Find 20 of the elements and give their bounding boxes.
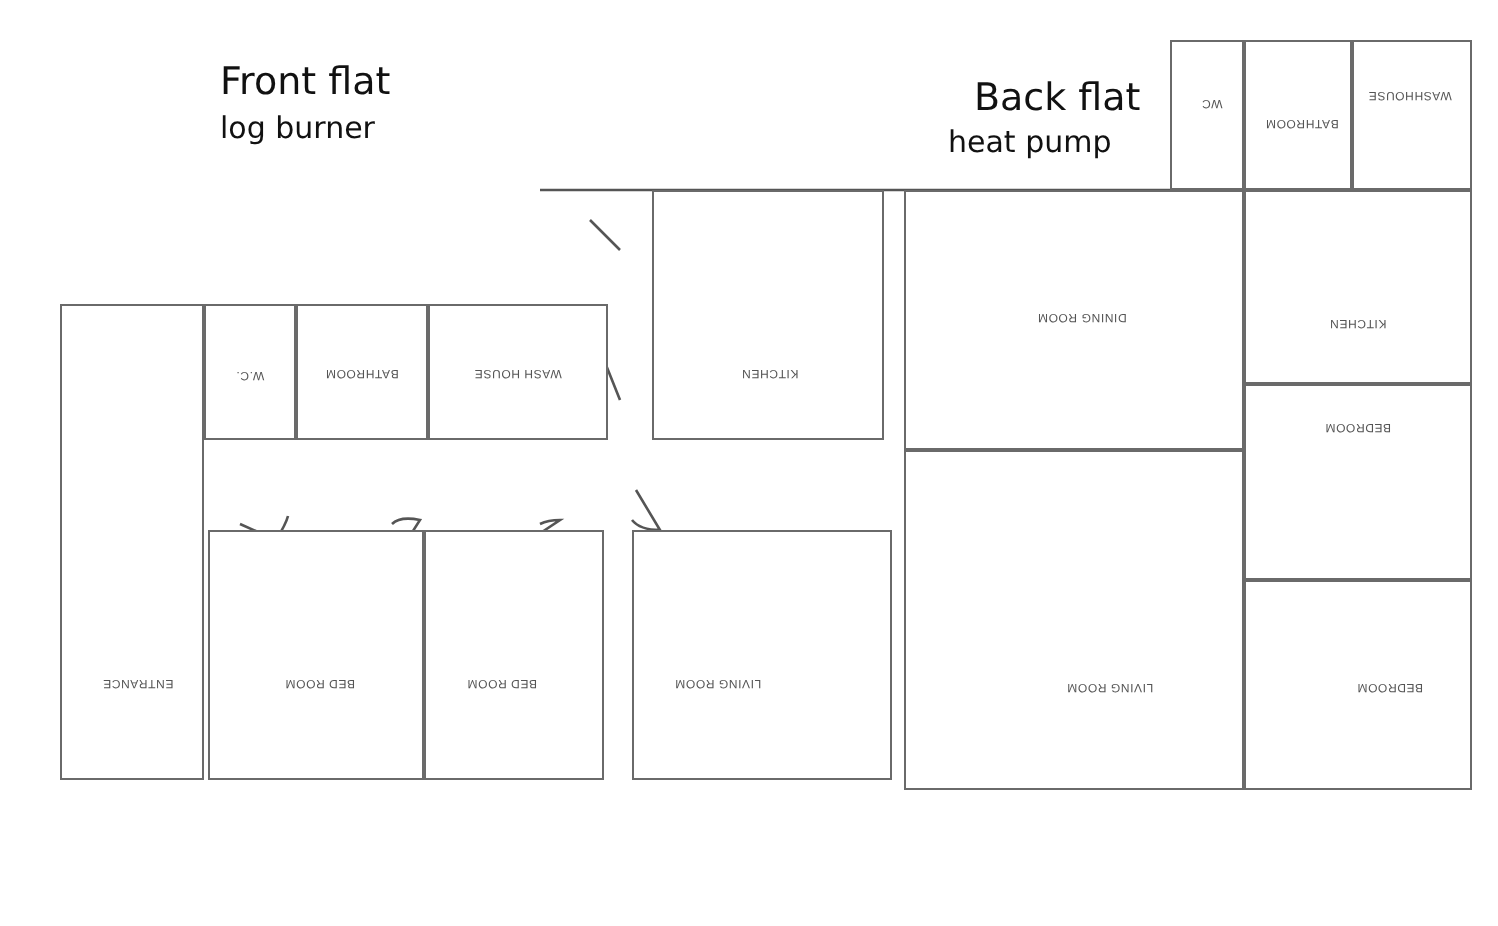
room-outline xyxy=(1244,190,1472,384)
room-outline xyxy=(204,304,296,440)
room-outline xyxy=(428,304,608,440)
room-outline xyxy=(60,304,204,780)
flat-heading: Front flat xyxy=(220,60,391,104)
room-outline xyxy=(1244,580,1472,790)
room-outline xyxy=(1170,40,1244,190)
room-outline xyxy=(904,190,1244,450)
heating-note: log burner xyxy=(220,110,375,146)
room-outline xyxy=(424,530,604,780)
room-outline xyxy=(1244,40,1352,190)
room-outline xyxy=(904,450,1244,790)
room-outline xyxy=(296,304,428,440)
room-outline xyxy=(632,530,892,780)
room-outline xyxy=(652,190,884,440)
heating-note: heat pump xyxy=(948,124,1112,160)
flat-heading: Back flat xyxy=(974,76,1141,120)
room-outline xyxy=(1352,40,1472,190)
room-outline xyxy=(1244,384,1472,580)
room-outline xyxy=(208,530,424,780)
